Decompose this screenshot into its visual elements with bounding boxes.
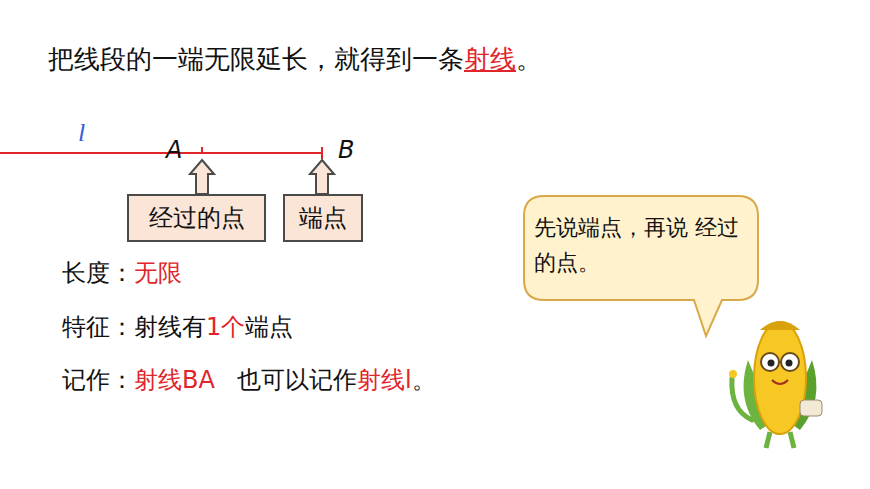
text-label: 。 (516, 42, 542, 77)
pointer-arrow (310, 160, 334, 194)
text-label: 1个 (206, 311, 245, 343)
text-row: 特征：射线有1个端点 (62, 311, 293, 343)
pointer-arrow (190, 160, 214, 194)
point-tick (201, 147, 203, 153)
text-label: 记作： (62, 364, 134, 396)
callout-box: 经过的点 (127, 194, 266, 242)
node-text: 经过的点 (149, 204, 245, 232)
speech-text: 先说端点，再说 经过的点。 (534, 210, 749, 280)
text-row: 记作：射线BA 也可以记作射线l。 (62, 364, 436, 396)
text-label: 长度： (62, 257, 134, 289)
text-label: 无限 (134, 257, 182, 289)
text-label: 特征：射线有 (62, 311, 206, 343)
text-label: 也可以记作 (237, 364, 357, 396)
text-label: 射线 (464, 42, 516, 77)
ray-line (0, 152, 322, 154)
point-label: A (166, 136, 182, 164)
speech-bubble (524, 196, 758, 336)
corn-mascot (729, 321, 822, 448)
endpoint-tick (321, 147, 323, 159)
node-text: 端点 (299, 204, 347, 232)
node-text: 先说端点，再说 经过的点。 (534, 215, 739, 275)
text-label: 端点 (245, 311, 293, 343)
text-label: 射线BA (134, 364, 215, 396)
text-label: 。 (412, 364, 436, 396)
text-label: 射线l (357, 364, 412, 396)
text-row: 长度：无限 (62, 257, 182, 289)
callout-box: 端点 (283, 194, 363, 242)
text-label: 把线段的一端无限延长，就得到一条 (48, 42, 464, 77)
text-row: 把线段的一端无限延长，就得到一条射线。 (48, 42, 542, 77)
point-label: l (78, 118, 85, 148)
point-label: B (338, 136, 354, 164)
